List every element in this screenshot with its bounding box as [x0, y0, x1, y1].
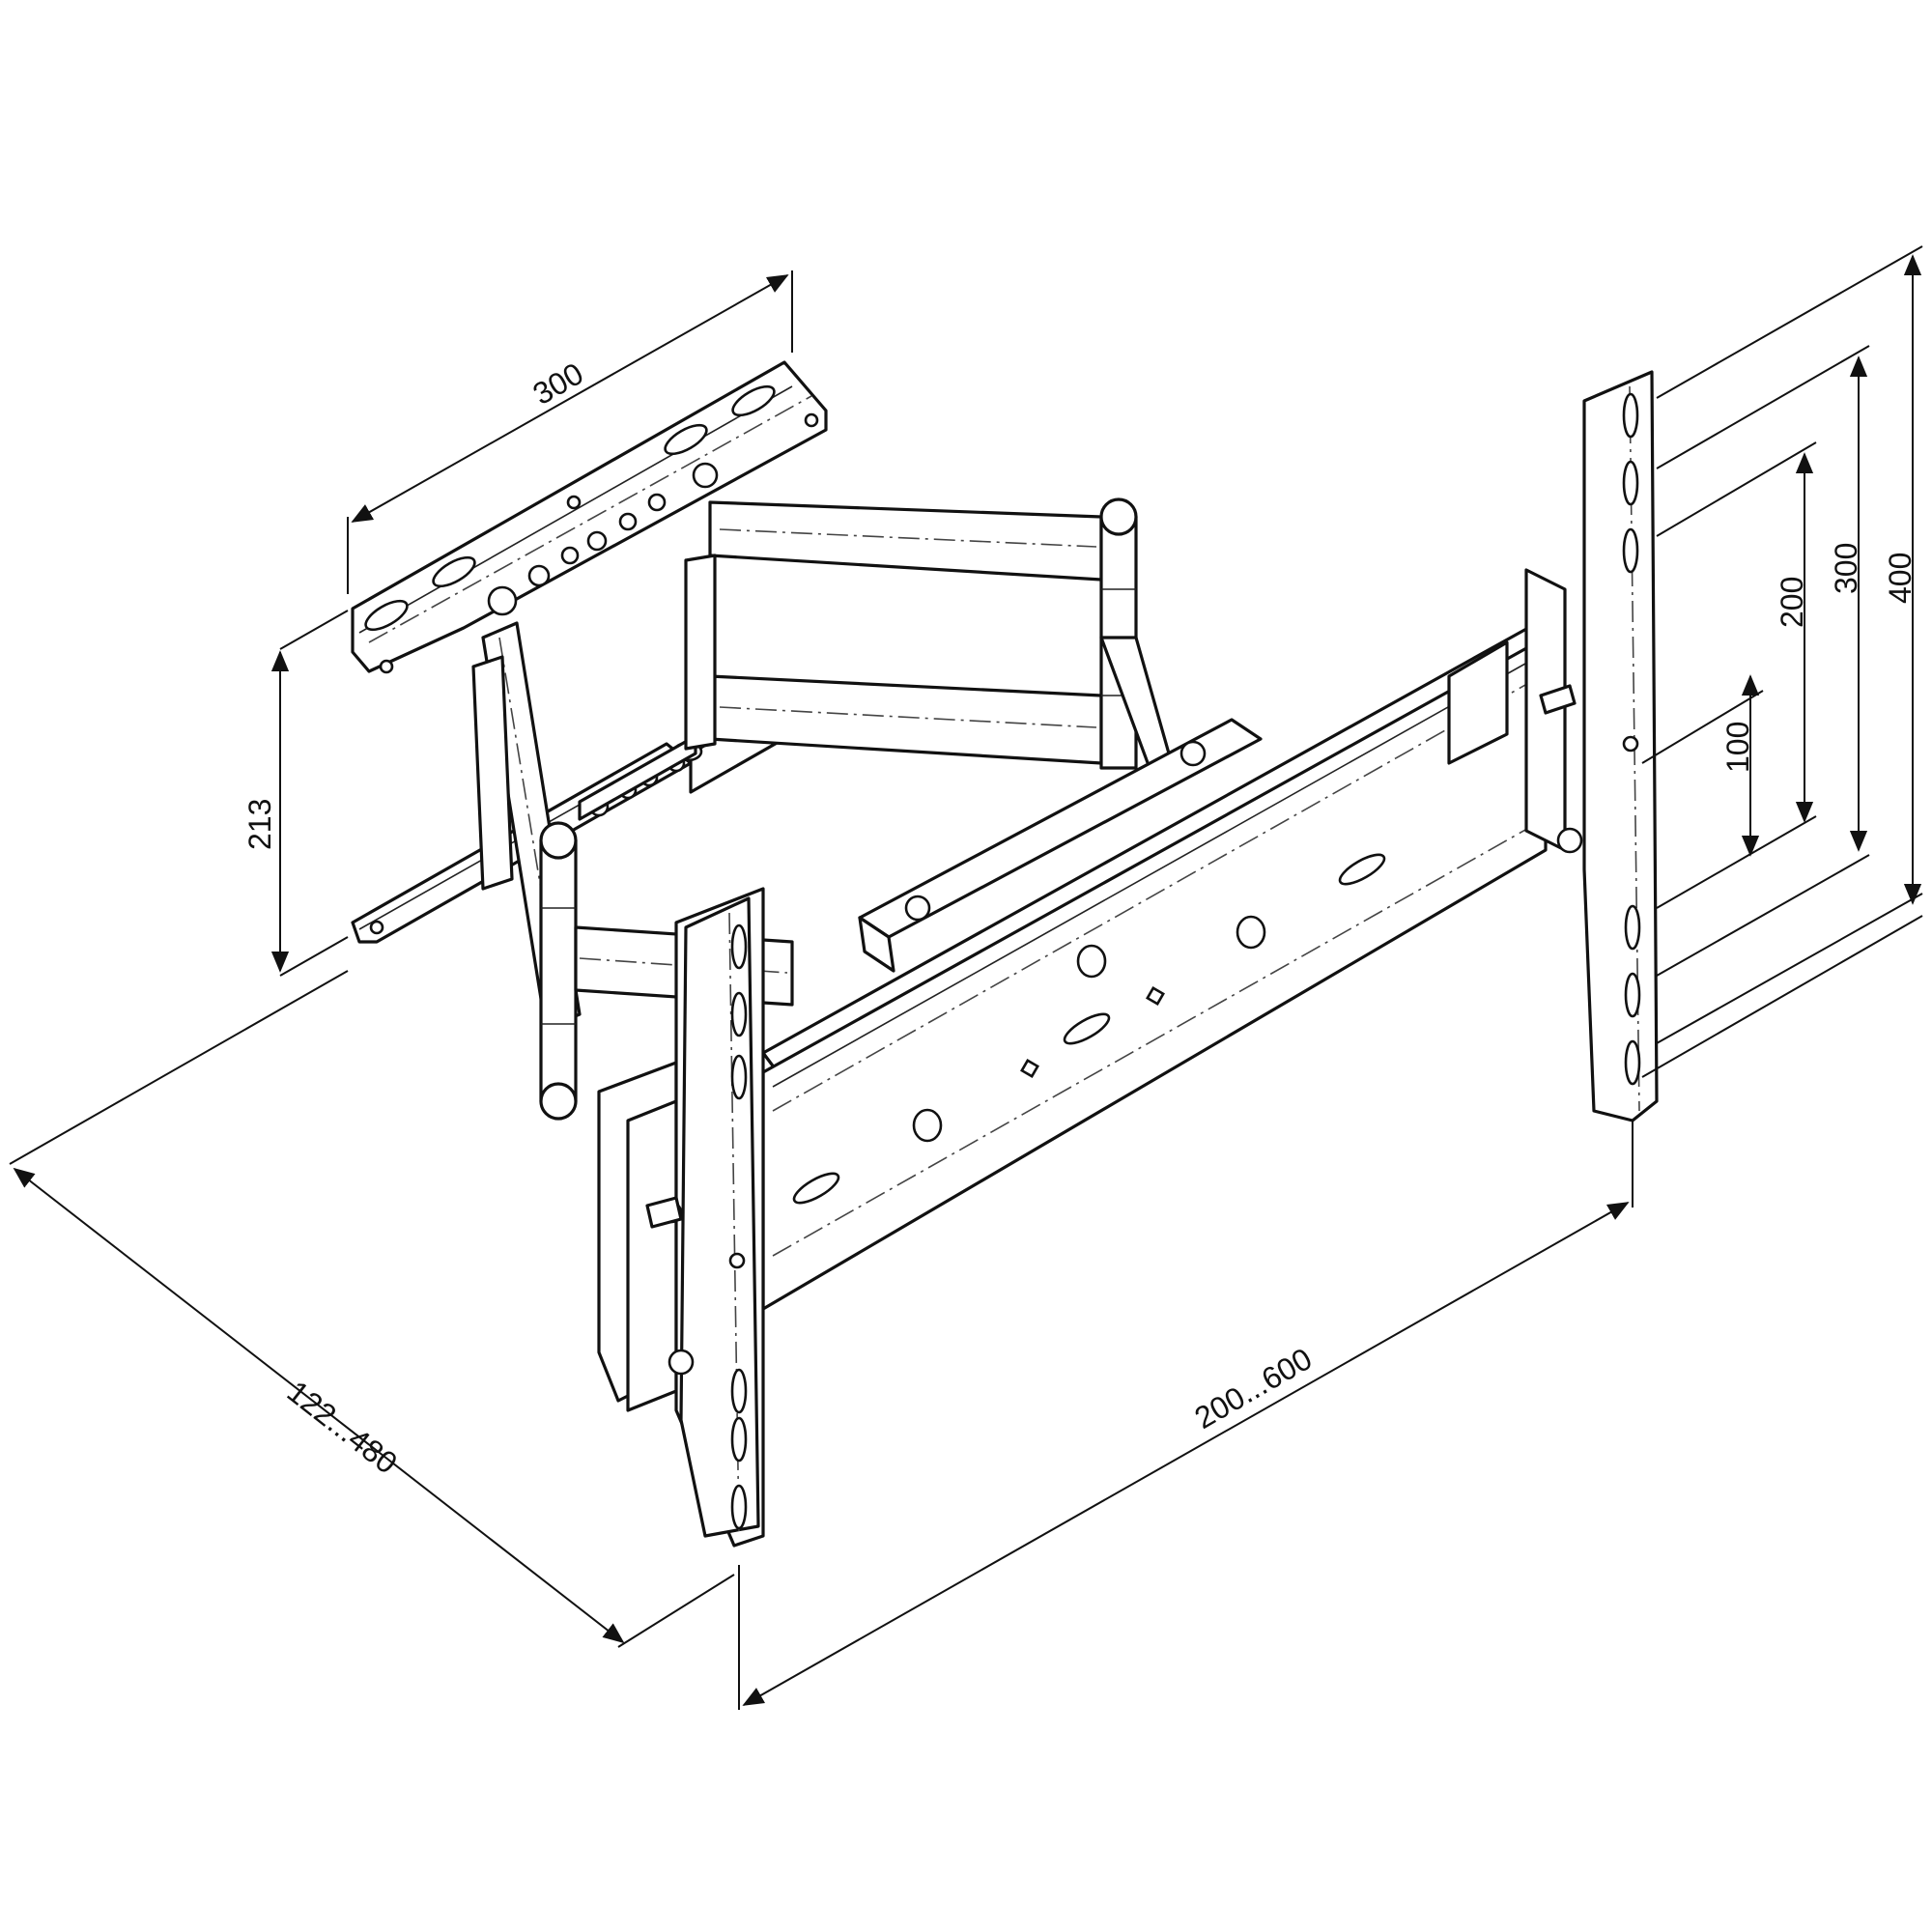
back-arm-upper: [684, 500, 1103, 765]
dim-300-label: 300: [527, 355, 589, 412]
dim-100-label: 100: [1720, 722, 1755, 773]
dim-213-label: 213: [242, 799, 277, 850]
horizontal-rail: [761, 616, 1562, 1311]
hinge-pin-left: [539, 821, 578, 1121]
dim-300-vert-label: 300: [1829, 543, 1863, 594]
dim-200-600-label: 200...600: [1189, 1341, 1319, 1435]
hinge-pin-right: [1099, 497, 1171, 770]
dim-wall-plate-height: 213: [242, 610, 349, 977]
connector-plate: [858, 718, 1263, 973]
tv-bracket-right: [1524, 370, 1659, 1122]
dim-400-label: 400: [1883, 553, 1918, 604]
dim-vertical-spacing: 100 200 300 400: [1641, 245, 1923, 1078]
tv-bracket-left: [597, 887, 765, 1548]
dim-200-label: 200: [1775, 577, 1809, 628]
dim-122-480-label: 122...480: [281, 1374, 404, 1481]
